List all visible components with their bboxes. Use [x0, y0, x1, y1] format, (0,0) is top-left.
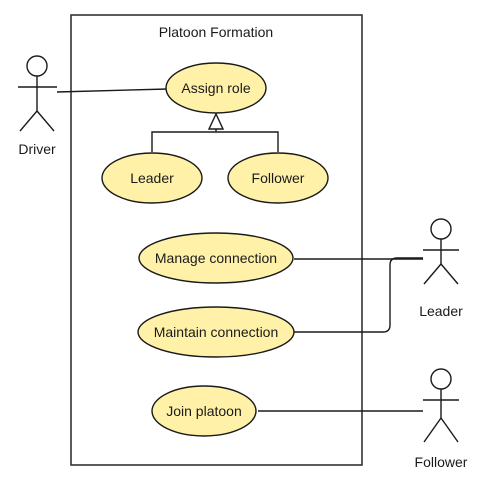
svg-text:Join platoon: Join platoon — [166, 403, 242, 419]
actor-follower-label: Follower — [415, 454, 468, 470]
use-case-manage-connection[interactable]: Manage connection — [138, 232, 294, 284]
use-case-leader[interactable]: Leader — [101, 152, 203, 204]
generalization-branch — [151, 131, 279, 152]
actor-leader-label: Leader — [419, 303, 463, 319]
svg-text:Leader: Leader — [130, 170, 174, 186]
association-driver-assign-role — [56, 88, 169, 93]
actor-head-icon — [430, 218, 452, 240]
generalization-arrowhead — [207, 112, 225, 130]
svg-text:Maintain connection: Maintain connection — [154, 324, 279, 340]
actor-driver[interactable]: Driver — [18, 55, 57, 157]
actor-head-icon — [26, 55, 48, 77]
actor-head-icon — [430, 368, 452, 390]
association-leader-maintain-connection — [294, 257, 423, 333]
use-case-follower[interactable]: Follower — [227, 152, 329, 204]
actor-leader[interactable]: Leader — [419, 218, 463, 319]
svg-text:Assign role: Assign role — [181, 80, 250, 96]
actor-follower[interactable]: Follower — [415, 368, 468, 470]
svg-text:Follower: Follower — [252, 170, 305, 186]
actor-driver-label: Driver — [18, 141, 56, 157]
use-case-assign-role[interactable]: Assign role — [165, 62, 267, 114]
svg-text:Manage connection: Manage connection — [155, 250, 277, 266]
system-title: Platoon Formation — [159, 24, 273, 40]
use-case-join-platoon[interactable]: Join platoon — [151, 385, 257, 437]
use-case-maintain-connection[interactable]: Maintain connection — [137, 306, 295, 358]
